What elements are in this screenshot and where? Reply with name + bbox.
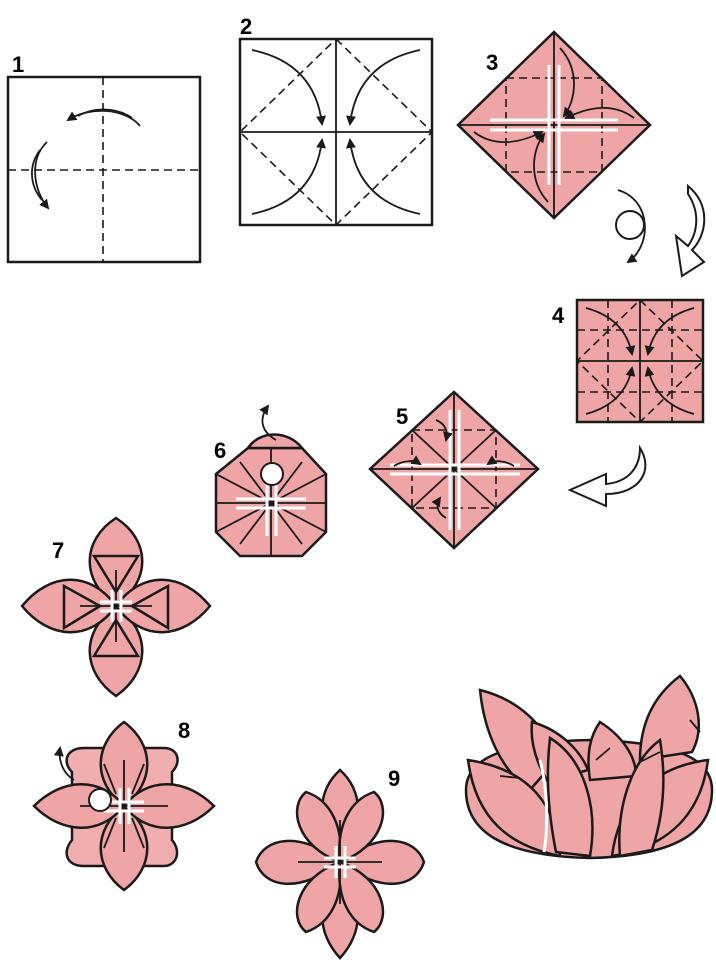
step-8: 8 [34,718,214,890]
step-2-number: 2 [240,14,252,39]
step-7-flower [22,518,210,696]
finished-lotus [466,676,712,858]
step-8-hold-point [89,789,111,811]
step-5-number: 5 [396,404,408,429]
step-2: 2 [240,14,432,225]
step-9-flower [256,770,424,958]
step-6-hold-point [261,463,283,485]
step-4-to-5-big-arrow [570,448,645,506]
step-3-to-4-big-arrow [676,186,704,276]
step-8-number: 8 [178,718,190,743]
step-1-number: 1 [12,52,24,77]
step-6-number: 6 [214,438,226,463]
step-6: 6 [214,406,326,556]
step-1: 1 [8,52,200,262]
step-5: 5 [370,392,538,548]
step-9: 9 [256,766,424,958]
step-9-number: 9 [388,766,400,791]
step-3: 3 [458,32,650,218]
turn-over-symbol [616,190,645,262]
step-3-number: 3 [486,50,498,75]
step-4-number: 4 [552,303,565,328]
step-8-flower [34,722,214,890]
step-7-number: 7 [52,538,64,563]
step-4: 4 [552,300,703,422]
step-7: 7 [22,518,210,696]
